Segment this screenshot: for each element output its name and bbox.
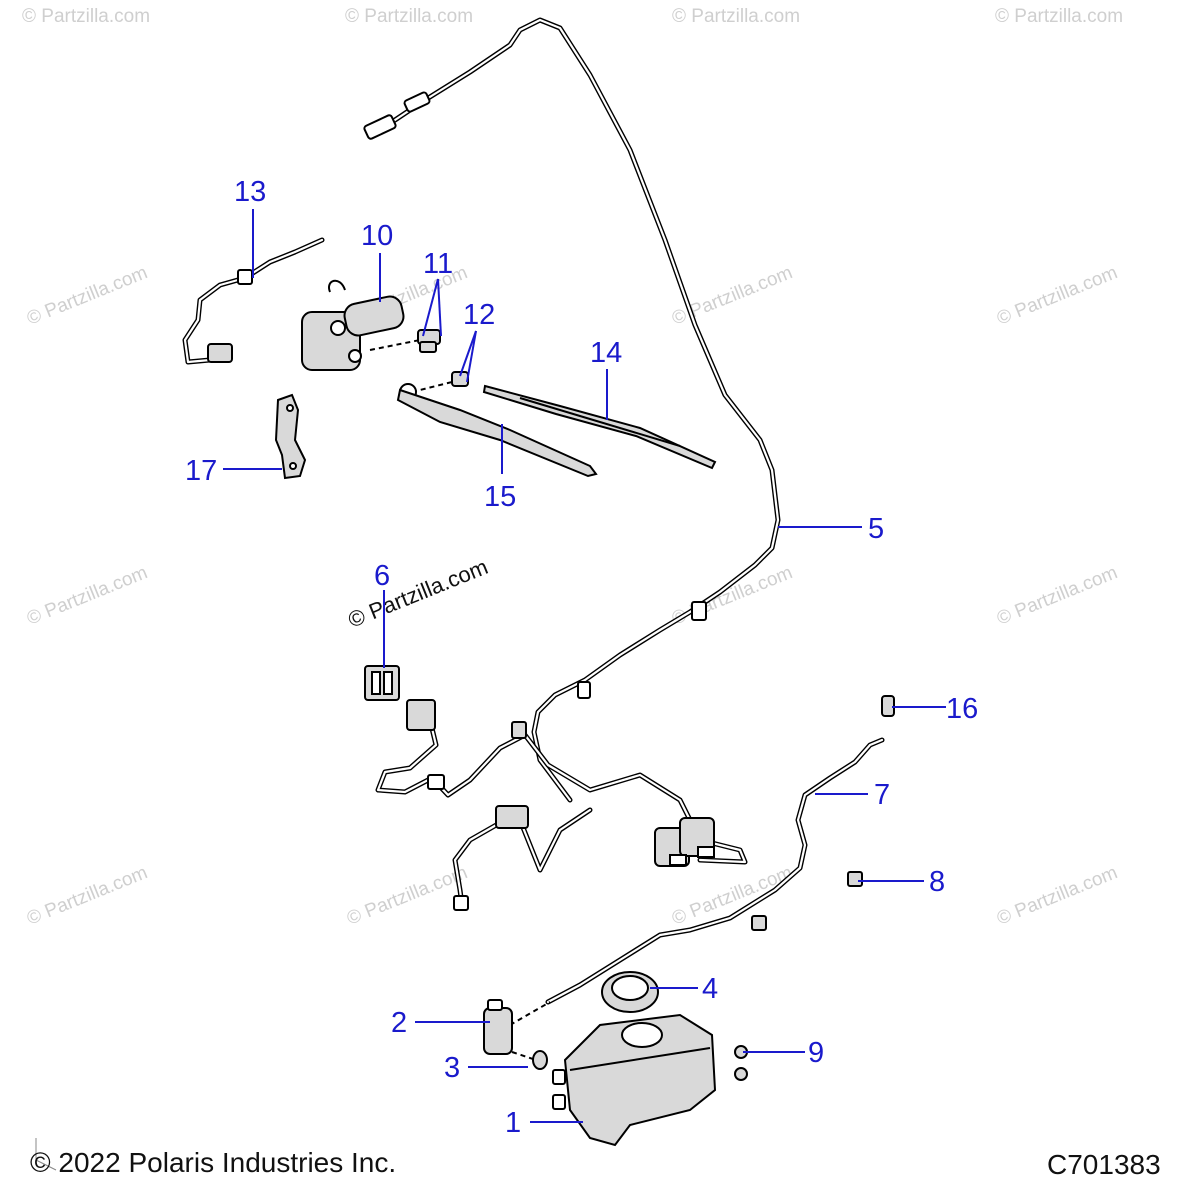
- callout-6: 6: [374, 560, 390, 592]
- watermark: © Partzilla.com: [669, 262, 796, 329]
- part-reservoir-tank: [552, 1013, 717, 1147]
- part-bracket: [274, 393, 307, 480]
- part-washer-pump: [483, 999, 551, 1055]
- callout-10: 10: [361, 220, 393, 252]
- watermark: © Partzilla.com: [345, 6, 473, 27]
- callout-17: 17: [185, 455, 217, 487]
- callout-11: 11: [423, 248, 453, 280]
- part-wiper-harness: [182, 237, 325, 365]
- watermark: © Partzilla.com: [24, 562, 151, 629]
- watermark: © Partzilla.com: [672, 6, 800, 27]
- part-screws: [734, 1045, 748, 1081]
- watermark: © Partzilla.com: [24, 262, 151, 329]
- leader-12b: [466, 330, 477, 383]
- watermark-center: © Partzilla.com: [345, 554, 492, 633]
- leader-12a: [459, 330, 477, 377]
- callout-5: 5: [868, 513, 884, 545]
- watermark: © Partzilla.com: [24, 862, 151, 929]
- part-pump-grommet: [511, 1050, 548, 1070]
- watermark: © Partzilla.com: [22, 6, 150, 27]
- leader-11b: [437, 278, 442, 337]
- part-wiring-harness: [364, 665, 748, 911]
- leader-lines: [223, 209, 946, 1123]
- part-short-hose: [545, 737, 885, 1005]
- part-reservoir-cap: [601, 971, 659, 1013]
- callout-1: 1: [505, 1107, 521, 1139]
- diagram-id: C701383: [1047, 1149, 1161, 1180]
- watermark: © Partzilla.com: [994, 562, 1121, 629]
- callout-9: 9: [808, 1037, 824, 1069]
- callout-15: 15: [484, 481, 516, 513]
- callout-16: 16: [946, 693, 978, 725]
- watermark: © Partzilla.com: [994, 862, 1121, 929]
- copyright-text: © 2022 Polaris Industries Inc.: [30, 1147, 396, 1178]
- part-motor-nuts: [369, 329, 441, 353]
- part-wiper-motor: [301, 279, 405, 371]
- watermark: © Partzilla.com: [994, 262, 1121, 329]
- part-grommet: [751, 871, 863, 931]
- callout-3: 3: [444, 1052, 460, 1084]
- leader-11a: [422, 278, 439, 337]
- callout-4: 4: [702, 973, 718, 1005]
- callout-8: 8: [929, 866, 945, 898]
- callout-12: 12: [463, 299, 495, 331]
- watermark: © Partzilla.com: [344, 862, 471, 929]
- callout-labels: 1 2 3 4 5 6 7 8 9 10 11 12 13 14 15 16 1…: [185, 176, 978, 1139]
- part-wiper-blade: [482, 384, 717, 470]
- part-wiper-arm: [396, 383, 598, 478]
- callout-14: 14: [590, 337, 622, 369]
- watermark: © Partzilla.com: [669, 862, 796, 929]
- callout-2: 2: [391, 1007, 407, 1039]
- watermark: © Partzilla.com: [995, 6, 1123, 27]
- callout-7: 7: [874, 779, 890, 811]
- callout-13: 13: [234, 176, 266, 208]
- part-washer-hose: [363, 17, 781, 803]
- watermark: © Partzilla.com: [669, 562, 796, 629]
- axis-triad: [35, 1138, 57, 1171]
